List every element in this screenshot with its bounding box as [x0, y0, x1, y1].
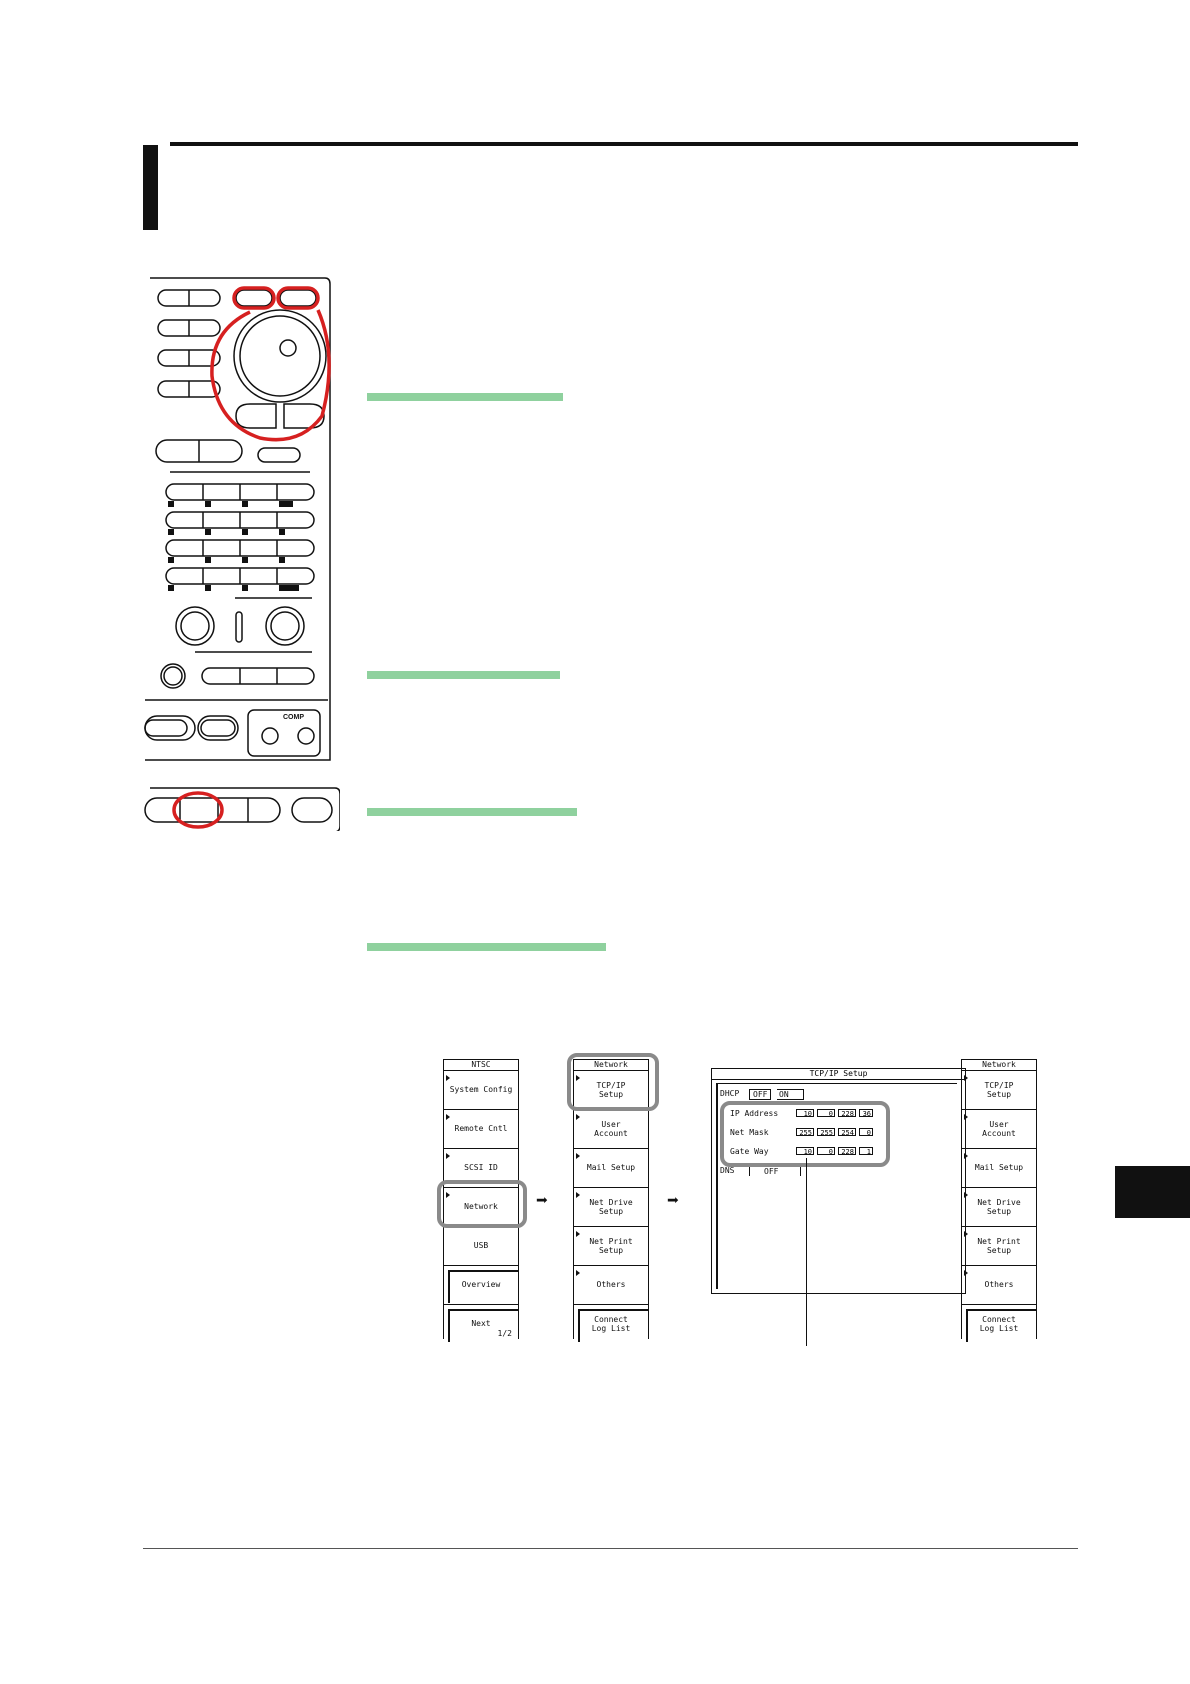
- front-panel-illustration: COMP: [144, 277, 340, 831]
- gw-octet-2[interactable]: 0: [817, 1147, 835, 1156]
- tcpip-setup-dialog: TCP/IP Setup DHCP OFF ON IP Address 10 0…: [711, 1068, 966, 1294]
- gw-octet-3[interactable]: 228: [838, 1147, 856, 1156]
- mask-octet-2[interactable]: 255: [817, 1128, 835, 1137]
- menu-item-others[interactable]: Others: [962, 1266, 1036, 1305]
- mask-octet-3[interactable]: 254: [838, 1128, 856, 1137]
- comp-label: COMP: [283, 714, 304, 721]
- dhcp-label: DHCP: [720, 1089, 740, 1098]
- ip-address-label: IP Address: [730, 1109, 779, 1118]
- ip-octet-3[interactable]: 228: [838, 1109, 856, 1118]
- gw-octet-4[interactable]: 1: [859, 1147, 873, 1156]
- arrow-right-icon: ➡: [667, 1188, 680, 1212]
- menu-item-overview[interactable]: Overview: [444, 1266, 518, 1305]
- menu-header: NTSC: [444, 1059, 518, 1071]
- menu-header: Network: [574, 1059, 648, 1071]
- section-heading-bar-2: [367, 671, 560, 679]
- menu-item-next[interactable]: Next 1/2: [444, 1305, 518, 1344]
- menu-item-usb[interactable]: USB: [444, 1227, 518, 1266]
- section-heading-bar-1: [367, 393, 563, 401]
- arrow-right-icon: ➡: [536, 1188, 549, 1212]
- footer-rule: [143, 1548, 1078, 1549]
- dhcp-on-option[interactable]: ON: [777, 1089, 804, 1100]
- menu-item-system-config[interactable]: System Config: [444, 1071, 518, 1110]
- chapter-top-rule: [170, 142, 1078, 146]
- ip-octet-1[interactable]: 10: [796, 1109, 814, 1118]
- tcpip-setup-highlight: [567, 1053, 659, 1111]
- section-heading-bar-4: [367, 943, 606, 951]
- menu-item-mail-setup[interactable]: Mail Setup: [962, 1149, 1036, 1188]
- network-highlight: [437, 1180, 527, 1228]
- menu-item-mail-setup[interactable]: Mail Setup: [574, 1149, 648, 1188]
- menu-header: Network: [962, 1059, 1036, 1071]
- menu-item-remote-cntl[interactable]: Remote Cntl: [444, 1110, 518, 1149]
- menu-item-scsi-id[interactable]: SCSI ID: [444, 1149, 518, 1188]
- callout-line: [806, 1158, 807, 1346]
- chapter-index-tab: [1115, 1166, 1190, 1218]
- ip-settings-highlight: [720, 1101, 890, 1167]
- mask-octet-4[interactable]: 0: [859, 1128, 873, 1137]
- section-heading-bar-3: [367, 808, 577, 816]
- net-mask-label: Net Mask: [730, 1128, 769, 1137]
- chapter-side-bar: [143, 145, 158, 230]
- dhcp-off-option[interactable]: OFF: [749, 1089, 772, 1100]
- dns-label: DNS: [720, 1166, 735, 1175]
- system-menu: NTSC System Config Remote Cntl SCSI ID N…: [443, 1059, 519, 1342]
- dialog-title: TCP/IP Setup: [712, 1069, 965, 1080]
- dns-value[interactable]: OFF: [749, 1166, 802, 1176]
- menu-item-others[interactable]: Others: [574, 1266, 648, 1305]
- mask-octet-1[interactable]: 255: [796, 1128, 814, 1137]
- ip-octet-2[interactable]: 0: [817, 1109, 835, 1118]
- gate-way-label: Gate Way: [730, 1147, 769, 1156]
- gw-octet-1[interactable]: 10: [796, 1147, 814, 1156]
- ip-octet-4[interactable]: 36: [859, 1109, 873, 1118]
